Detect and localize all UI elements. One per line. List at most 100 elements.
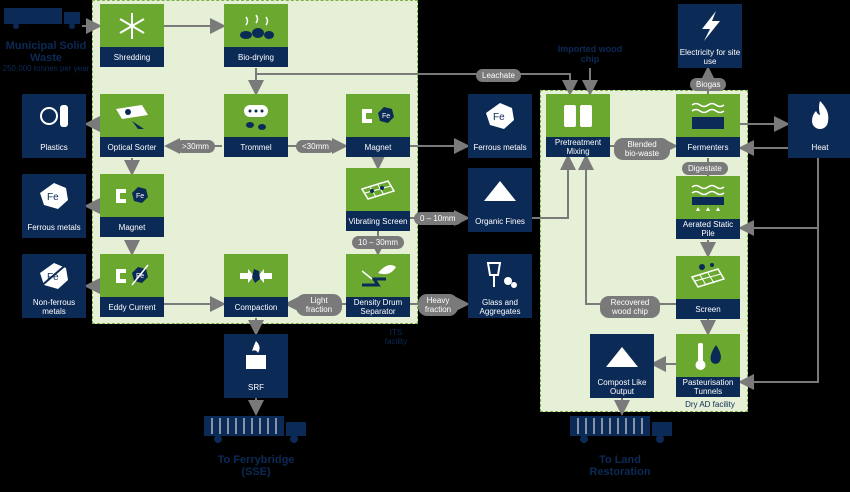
ferrous-left-label: Ferrous metals [22, 217, 86, 237]
biodrying-box: Bio-drying [224, 4, 288, 68]
optical-sorter-label: Optical Sorter [100, 137, 164, 157]
ferrybridge-label: To Ferrybridge (SSE) [217, 454, 295, 478]
steam-pile-icon [224, 4, 288, 48]
electricity-box: Electricity for site use [678, 4, 742, 68]
eddy-current-label: Eddy Current [100, 297, 164, 317]
truck-icon [570, 414, 674, 444]
digestate-pill: Digestate [682, 162, 728, 175]
recovered-chip-pill: Recovered wood chip [600, 296, 660, 318]
mesh-screen-icon [676, 256, 740, 300]
land-restoration-label: To Land Restoration [589, 454, 651, 478]
compaction-icon [224, 254, 288, 298]
eye-scanner-icon [100, 94, 164, 138]
pretreatment-label: Pretreatment Mixing [546, 137, 610, 157]
screen-box: Screen [676, 256, 740, 320]
range-0-10-pill: 0 – 10mm [414, 212, 462, 225]
leaf-anvil-icon [346, 254, 410, 298]
flame-icon [788, 94, 850, 138]
ad-facility-label: Dry AD facility [685, 400, 735, 409]
no-fe-icon: Fe [22, 254, 86, 298]
density-drum-label: Density Drum Separator [346, 297, 410, 317]
gt30-pill: >30mm [176, 140, 215, 153]
organic-fines-box: Organic Fines [468, 168, 532, 232]
compaction-label: Compaction [224, 297, 288, 317]
trommel-box: Trommel [224, 94, 288, 158]
arrow-recovered-chip [578, 154, 676, 305]
light-fraction-text: Light fraction [305, 296, 333, 314]
vibrating-screen-box: Vibrating Screen [346, 168, 410, 232]
ferrous-mid-box: Fe Ferrous metals [468, 94, 532, 158]
heat-label: Heat [788, 137, 850, 157]
svg-text:Fe: Fe [382, 113, 390, 120]
pretreatment-box: Pretreatment Mixing [546, 94, 610, 158]
compost-label: Compost Like Output [590, 377, 654, 397]
aerated-pile-box: Aerated Static Pile [676, 176, 740, 240]
truck-icon [204, 414, 308, 444]
fe-ore-icon: Fe [468, 94, 532, 138]
arrow-leachate [255, 68, 578, 96]
glass-box: Glass and Aggregates [468, 254, 532, 318]
non-ferrous-box: Fe Non-ferrous metals [22, 254, 86, 318]
range-10-30-pill: 10 – 30mm [352, 236, 405, 249]
msw-subtitle: 250,000 tonnes per year [2, 64, 90, 73]
tanks-icon [546, 94, 610, 138]
magnet-left-label: Magnet [100, 217, 164, 237]
shredding-label: Shredding [100, 47, 164, 67]
svg-text:Fe: Fe [493, 112, 505, 123]
fermenters-label: Fermenters [676, 137, 740, 157]
svg-text:Fe: Fe [136, 193, 144, 200]
organic-fines-label: Organic Fines [468, 211, 532, 231]
srf-box: SRF [224, 334, 288, 398]
blended-pill: Blended bio-waste [614, 138, 670, 160]
imported-chip-label: Imported wood chip [557, 44, 623, 64]
pasteurisation-label: Pasteurisation Tunnels [676, 377, 740, 397]
magnet-top-label: Magnet [346, 137, 410, 157]
magnet-icon: Fe [100, 174, 164, 218]
pasteurisation-box: Pasteurisation Tunnels [676, 334, 740, 398]
plastics-label: Plastics [22, 137, 86, 157]
compaction-box: Compaction [224, 254, 288, 318]
svg-text:Fe: Fe [47, 272, 59, 283]
compost-box: Compost Like Output [590, 334, 654, 398]
compost-pile-icon [590, 334, 654, 378]
optical-sorter-box: Optical Sorter [100, 94, 164, 158]
thermometer-drop-icon [676, 334, 740, 378]
mesh-screen-icon [346, 168, 410, 212]
trommel-drum-icon [224, 94, 288, 138]
lt30-pill: <30mm [296, 140, 335, 153]
fire-brick-icon [224, 334, 288, 378]
wine-glass-icon [468, 254, 532, 298]
light-fraction-pill: Light fraction [296, 294, 342, 316]
its-facility-label: ITS facility [384, 328, 408, 346]
msw-title: Municipal Solid Waste [5, 40, 87, 64]
srf-label: SRF [224, 377, 288, 397]
fermenters-box: Fermenters [676, 94, 740, 158]
plastics-box: Plastics [22, 94, 86, 158]
vibrating-screen-label: Vibrating Screen [346, 211, 410, 231]
fermenter-waves-icon [676, 94, 740, 138]
aeration-icon [676, 176, 740, 220]
trommel-label: Trommel [224, 137, 288, 157]
magnet-top-box: Fe Magnet [346, 94, 410, 158]
msw-truck-icon [4, 6, 84, 30]
heavy-fraction-pill: Heavy fraction [418, 294, 458, 316]
screen-label: Screen [676, 299, 740, 319]
magnet-left-box: Fe Magnet [100, 174, 164, 238]
arrow-heat-pasteurisation [738, 158, 819, 390]
svg-text:Fe: Fe [47, 192, 59, 203]
biogas-pill: Biogas [690, 78, 727, 91]
arrow-heat-aerated [738, 158, 819, 236]
fines-pile-icon [468, 168, 532, 212]
electricity-label: Electricity for site use [678, 47, 742, 67]
magnet-icon: Fe [346, 94, 410, 138]
glass-label: Glass and Aggregates [468, 297, 532, 317]
lightning-icon [678, 4, 742, 48]
snowflake-icon [100, 4, 164, 48]
heavy-fraction-text: Heavy fraction [424, 296, 452, 314]
arrow-organic-pretreatment [532, 154, 576, 219]
density-drum-box: Density Drum Separator [346, 254, 410, 318]
blended-text: Blended bio-waste [624, 140, 660, 158]
ferrous-mid-label: Ferrous metals [468, 137, 532, 157]
fe-ore-icon: Fe [22, 174, 86, 218]
